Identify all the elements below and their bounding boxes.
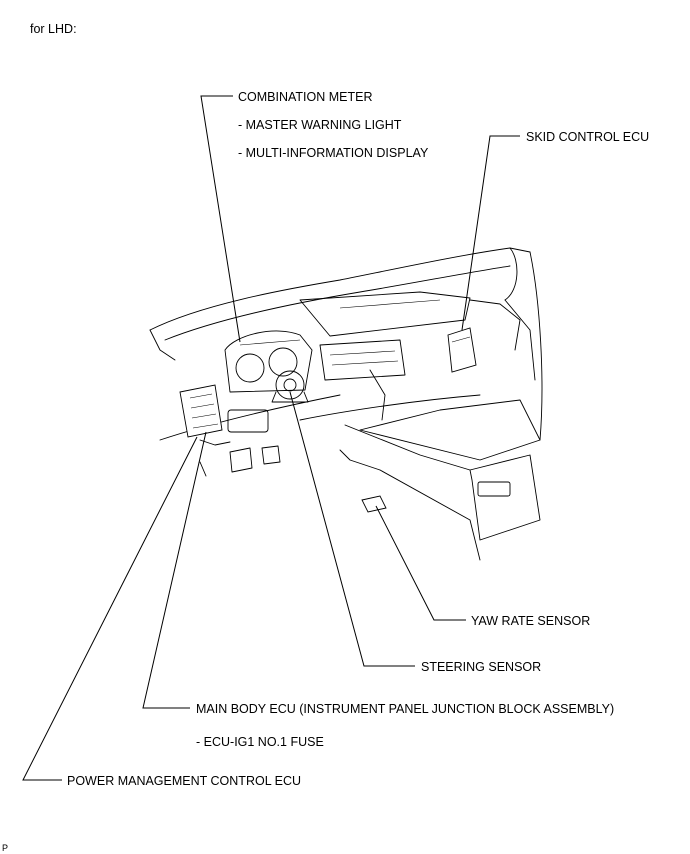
- skid-control-ecu: [447, 327, 477, 373]
- label-ecu-ig1-fuse: - ECU-IG1 NO.1 FUSE: [196, 735, 324, 749]
- figure-mark: P: [2, 843, 9, 853]
- label-main-body-ecu: MAIN BODY ECU (INSTRUMENT PANEL JUNCTION…: [196, 702, 615, 716]
- label-power-management-ecu: POWER MANAGEMENT CONTROL ECU: [67, 774, 302, 788]
- main-body-ecu: [179, 384, 223, 438]
- combination-meter-cluster: [224, 330, 313, 393]
- label-skid-control-ecu: SKID CONTROL ECU: [526, 130, 650, 144]
- label-master-warning-light: - MASTER WARNING LIGHT: [238, 118, 402, 132]
- center-console: [299, 339, 541, 561]
- steering-column: [271, 370, 309, 403]
- label-yaw-rate-sensor: YAW RATE SENSOR: [471, 614, 591, 628]
- yaw-rate-sensor: [361, 495, 387, 513]
- label-steering-sensor: STEERING SENSOR: [421, 660, 542, 674]
- lower-panel: [159, 394, 341, 477]
- label-multi-information-display: - MULTI-INFORMATION DISPLAY: [238, 146, 429, 160]
- dashboard-outline: [149, 247, 543, 441]
- leader-lines: [22, 95, 520, 781]
- region-note: for LHD:: [30, 22, 77, 36]
- label-combination-meter: COMBINATION METER: [238, 90, 373, 104]
